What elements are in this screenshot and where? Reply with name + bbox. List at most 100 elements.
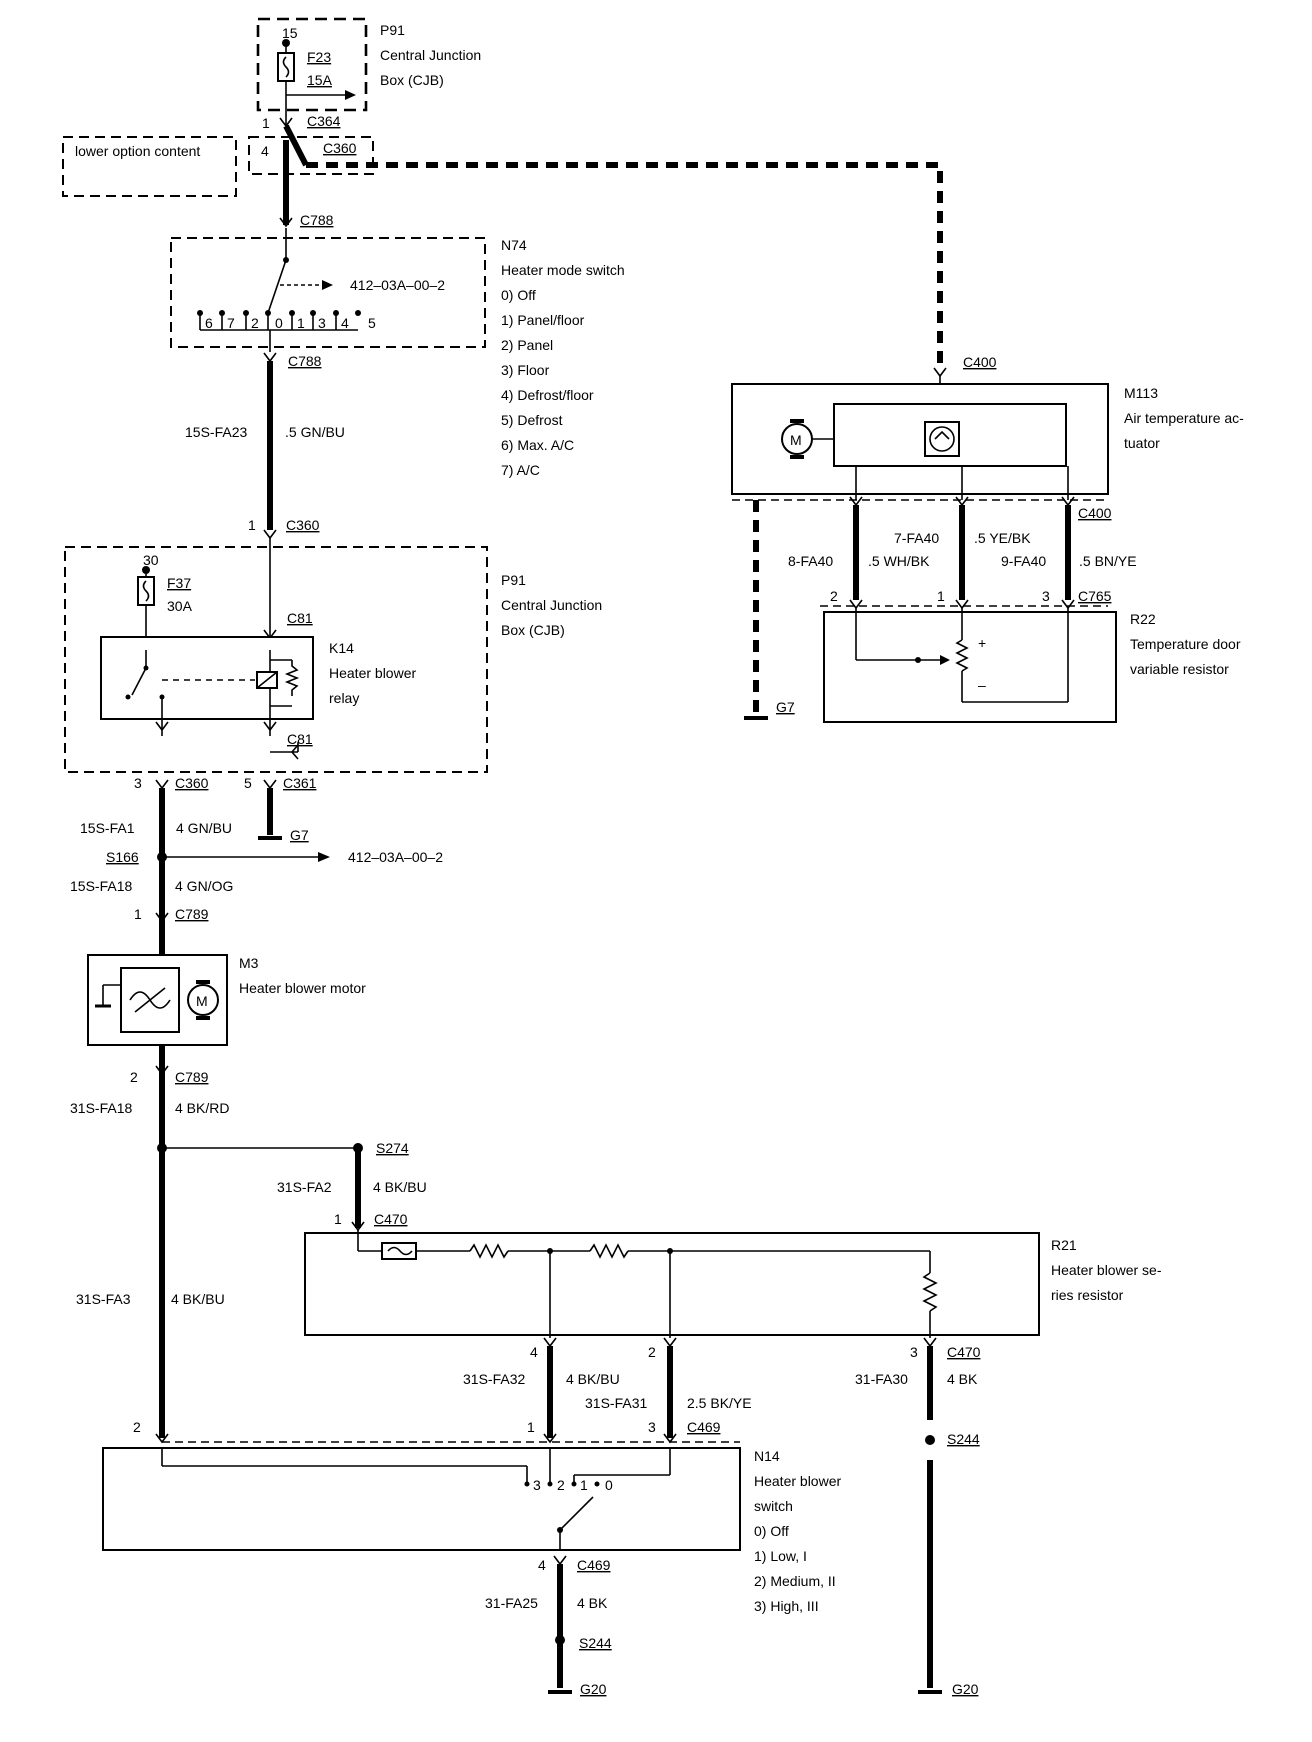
r21-pin-3: 3 bbox=[910, 1344, 918, 1360]
r22-minus: – bbox=[978, 677, 986, 693]
m113-motor-symbol: M bbox=[790, 432, 802, 448]
n74-pin-6: 6 bbox=[205, 315, 213, 331]
n74-pos-1: 1) Panel/floor bbox=[501, 312, 585, 328]
c765-pin-2: 2 bbox=[830, 588, 838, 604]
cjb-top-pin-label: 15 bbox=[282, 25, 298, 41]
r22-id: R22 bbox=[1130, 611, 1156, 627]
n14-name-1: Heater blower bbox=[754, 1473, 841, 1489]
n74-pos-5: 5) Defrost bbox=[501, 412, 563, 428]
wire-fa18-circuit: 15S-FA18 bbox=[70, 878, 132, 894]
c765-label: C765 bbox=[1078, 588, 1112, 604]
r22-name-2: variable resistor bbox=[1130, 661, 1229, 677]
c789-top-label: C789 bbox=[175, 906, 209, 922]
r22-plus: + bbox=[978, 635, 986, 651]
arrow-icon bbox=[318, 852, 330, 862]
wire-fa25-spec: 4 BK bbox=[577, 1595, 608, 1611]
c788-upper-label: C788 bbox=[300, 212, 334, 228]
c400-bottom-label: C400 bbox=[1078, 505, 1112, 521]
c469-bottom-pin: 4 bbox=[538, 1557, 546, 1573]
air-temperature-actuator: M M113 Air temperature ac- tuator bbox=[731, 383, 1244, 500]
wire-fa32-circuit: 31S-FA32 bbox=[463, 1371, 525, 1387]
cjb-top-name-2: Box (CJB) bbox=[380, 72, 444, 88]
c360-mid-label: C360 bbox=[286, 517, 320, 533]
r22-name-1: Temperature door bbox=[1130, 636, 1241, 652]
heater-mode-switch: 412–03A–00–2 6 7 2 0 1 3 4 5 N74 Heater … bbox=[170, 228, 625, 478]
cjb-top: 15 F23 15A P91 Central Junction Box (CJB… bbox=[256, 17, 481, 125]
wire-fa25-circuit: 31-FA25 bbox=[485, 1595, 538, 1611]
cjb-top-name-1: Central Junction bbox=[380, 47, 481, 63]
wire-fa1-spec: 4 GN/BU bbox=[176, 820, 232, 836]
n74-pos-4: 4) Defrost/floor bbox=[501, 387, 594, 403]
cjb-mid-pin: 30 bbox=[143, 552, 159, 568]
c360-top-label: C360 bbox=[323, 140, 357, 156]
r21-id: R21 bbox=[1051, 1237, 1077, 1253]
n74-pin-4: 4 bbox=[341, 315, 349, 331]
n14-name-2: switch bbox=[754, 1498, 793, 1514]
n74-pos-2: 2) Panel bbox=[501, 337, 553, 353]
c360-low-pin: 3 bbox=[134, 775, 142, 791]
option-box: lower option content bbox=[62, 136, 237, 197]
n14-pos-1: 1) Low, I bbox=[754, 1548, 807, 1564]
wire-fa30-circuit: 31-FA30 bbox=[855, 1371, 908, 1387]
splice-s244-right bbox=[925, 1435, 935, 1445]
ground-g7-left: G7 bbox=[258, 827, 309, 843]
connector-c364: 1 C364 bbox=[262, 113, 341, 131]
c469-bottom-label: C469 bbox=[577, 1557, 611, 1573]
m3-id: M3 bbox=[239, 955, 259, 971]
wire-fa2-circuit: 31S-FA2 bbox=[277, 1179, 332, 1195]
wire-9fa40-spec: .5 BN/YE bbox=[1079, 553, 1137, 569]
m3-name: Heater blower motor bbox=[239, 980, 366, 996]
cjb-mid-name-2: Box (CJB) bbox=[501, 622, 565, 638]
n74-pin-1: 1 bbox=[297, 315, 305, 331]
wire-fa32-spec: 4 BK/BU bbox=[566, 1371, 620, 1387]
r21-name-2: ries resistor bbox=[1051, 1287, 1124, 1303]
wire-fa23-circuit: 15S-FA23 bbox=[185, 424, 247, 440]
fuse-f23-rating: 15A bbox=[307, 72, 333, 88]
c765-pin-3: 3 bbox=[1042, 588, 1050, 604]
n74-pin-2: 2 bbox=[251, 315, 259, 331]
m113-id: M113 bbox=[1124, 385, 1158, 401]
c469-label: C469 bbox=[687, 1419, 721, 1435]
heater-blower-switch: 3 2 1 0 N14 Heater blower switch 0) Off … bbox=[102, 1447, 841, 1614]
g20-left-label: G20 bbox=[580, 1681, 607, 1697]
c81-top-label: C81 bbox=[287, 610, 313, 626]
n74-pin-3: 3 bbox=[318, 315, 326, 331]
c469-pin-2: 2 bbox=[133, 1419, 141, 1435]
temperature-door-resistor: + – R22 Temperature door variable resist… bbox=[823, 608, 1241, 723]
k14-name-1: Heater blower bbox=[329, 665, 416, 681]
s274-label: S274 bbox=[376, 1140, 409, 1156]
potentiometer-icon bbox=[955, 639, 969, 672]
c469-pin-3: 3 bbox=[648, 1419, 656, 1435]
n14-pos-0: 0) Off bbox=[754, 1523, 789, 1539]
c361-label: C361 bbox=[283, 775, 317, 791]
m113-name-1: Air temperature ac- bbox=[1124, 410, 1244, 426]
n74-pos-6: 6) Max. A/C bbox=[501, 437, 574, 453]
cjb-mid: 30 F37 30A P91 Central Junction Box (CJB… bbox=[64, 538, 602, 773]
k14-id: K14 bbox=[329, 640, 354, 656]
wire-fa1-circuit: 15S-FA1 bbox=[80, 820, 135, 836]
fuse-f23-label: F23 bbox=[307, 49, 331, 65]
motor-symbol: M bbox=[196, 993, 208, 1009]
c789-bottom-label: C789 bbox=[175, 1069, 209, 1085]
connector-c360-top: 4 C360 bbox=[248, 136, 374, 175]
wire-8fa40-spec: .5 WH/BK bbox=[868, 553, 930, 569]
wire-31fa18-circuit: 31S-FA18 bbox=[70, 1100, 132, 1116]
heater-blower-motor: M M3 Heater blower motor bbox=[87, 954, 366, 1046]
fuse-f37-label: F37 bbox=[167, 575, 191, 591]
cjb-top-id: P91 bbox=[380, 22, 405, 38]
wire-7fa40-circuit: 7-FA40 bbox=[894, 530, 939, 546]
resistor-icon bbox=[469, 1243, 509, 1259]
c81-bottom-label: C81 bbox=[287, 731, 313, 747]
c364-pin: 1 bbox=[262, 115, 270, 131]
ground-g7-right: G7 bbox=[744, 699, 795, 720]
n74-pos-0: 0) Off bbox=[501, 287, 536, 303]
c360-top-pin: 4 bbox=[261, 143, 269, 159]
wire-7fa40-spec: .5 YE/BK bbox=[974, 530, 1031, 546]
n14-pos-2: 2) Medium, II bbox=[754, 1573, 836, 1589]
n74-pin-0: 0 bbox=[275, 315, 283, 331]
s166-ref: 412–03A–00–2 bbox=[348, 849, 443, 865]
c400-top-label: C400 bbox=[963, 354, 997, 370]
cjb-mid-name-1: Central Junction bbox=[501, 597, 602, 613]
c469-pin-1: 1 bbox=[527, 1419, 535, 1435]
